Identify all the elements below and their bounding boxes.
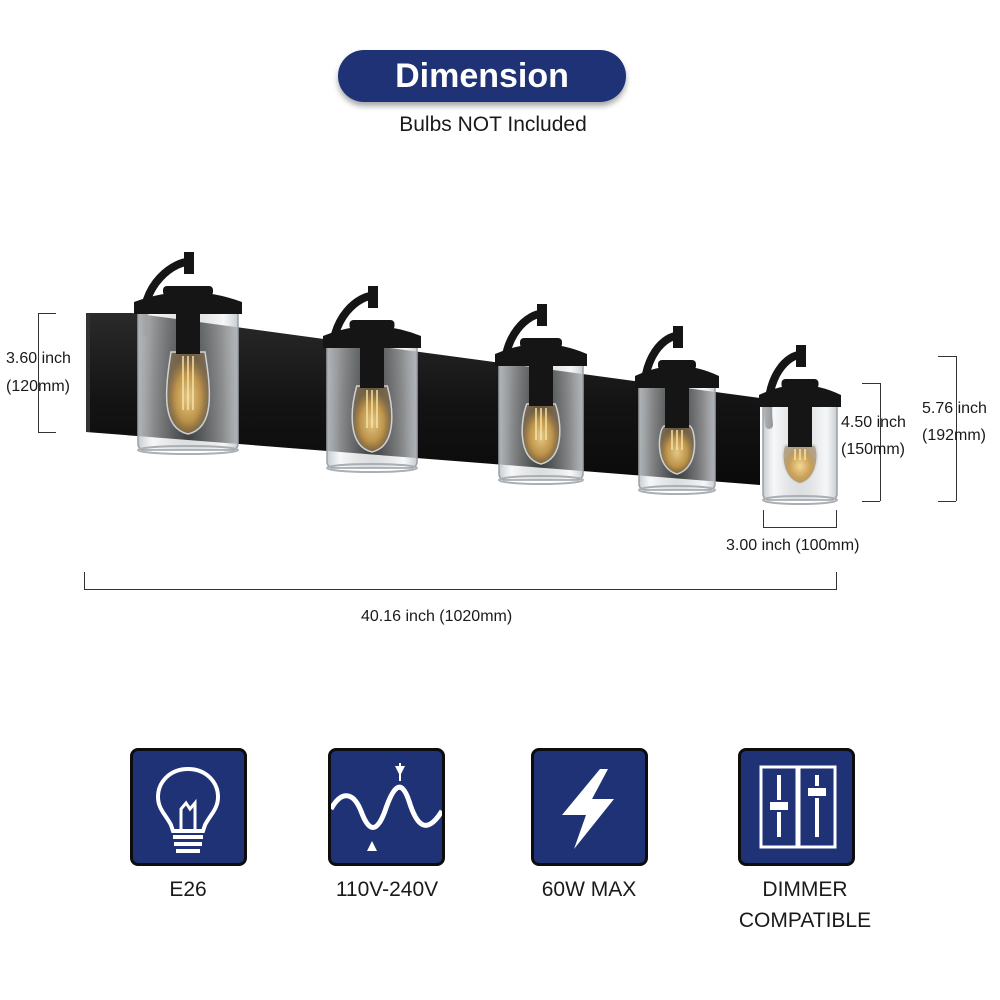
feature-label-voltage: 110V-240V: [335, 878, 439, 901]
backplate-height-inch: 3.60 inch: [6, 350, 71, 367]
lamp-5: [759, 345, 841, 505]
feature-tile-voltage: [328, 748, 445, 866]
feature-tile-dimmer: [738, 748, 855, 866]
lamp-4: [635, 326, 719, 495]
dimension-title-badge: Dimension: [338, 50, 626, 102]
feature-label-dimmer: DIMMER COMPATIBLE: [738, 878, 872, 932]
feature-label-e26: E26: [169, 878, 207, 901]
dimmer-switch-icon: [759, 765, 837, 849]
backplate-height-mm: (120mm): [6, 378, 71, 395]
feature-label-wattage: 60W MAX: [541, 878, 637, 901]
shade-height-mm: (150mm): [841, 441, 906, 458]
backplate: [86, 313, 760, 485]
total-length-label: 40.16 inch (1020mm): [361, 608, 513, 625]
total-height-inch: 5.76 inch: [922, 400, 987, 417]
lamp-2: [323, 286, 421, 473]
shade-width-label: 3.00 inch (100mm): [726, 537, 860, 554]
voltage-wave-icon: [331, 763, 442, 851]
feature-tile-e26: [130, 748, 247, 866]
total-length-rule: [84, 589, 837, 590]
lamp-1: [134, 252, 242, 455]
lamp-3: [495, 304, 587, 485]
total-height-rule: [956, 356, 957, 501]
lightning-bolt-icon: [562, 769, 614, 849]
shade-height-rule: [880, 383, 881, 501]
shade-width-rule: [763, 527, 837, 528]
light-bulb-icon: [155, 766, 221, 853]
total-height-mm: (192mm): [922, 427, 987, 444]
feature-tile-wattage: [531, 748, 648, 866]
shade-height-inch: 4.50 inch: [841, 414, 906, 431]
bulbs-not-included-note: Bulbs NOT Included: [399, 113, 587, 136]
backplate-height-rule: [38, 313, 39, 432]
